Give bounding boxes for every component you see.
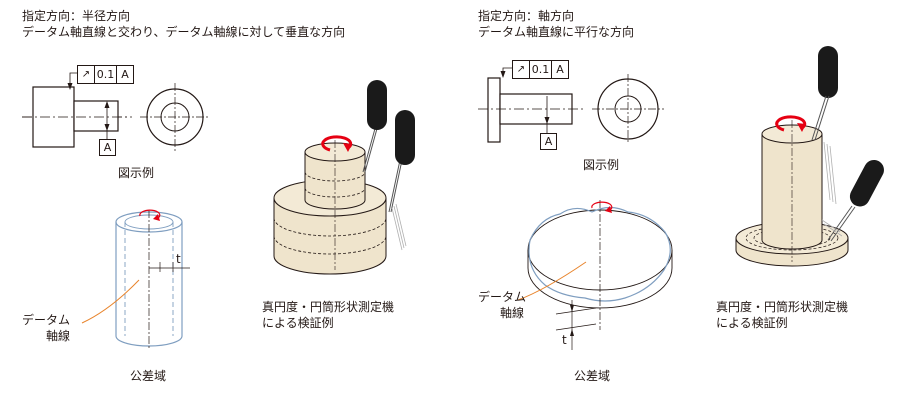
right-datum-box: A xyxy=(540,133,557,150)
left-datum-axis-label-line1: データム xyxy=(22,313,71,327)
right-datum-axis-label-line1: データム xyxy=(478,290,527,304)
left-t-label: t xyxy=(176,252,181,266)
left-machine-caption-line1: 真円度・円筒形状測定機 xyxy=(262,300,395,314)
datum-reference: A xyxy=(121,68,129,81)
right-heading-direction: 指定方向：軸方向 xyxy=(478,9,575,23)
left-heading-description: データム軸直線と交わり、データム軸線に対して垂直な方向 xyxy=(22,25,346,39)
runout-symbol-icon: ↗ xyxy=(513,61,530,78)
right-machine-caption-line2: による検証例 xyxy=(716,316,788,330)
left-tolerance-frame: ↗ 0.1 A xyxy=(77,65,134,84)
left-zone-caption: 公差域 xyxy=(130,369,167,383)
left-datum-box: A xyxy=(99,139,116,156)
right-zone-caption: 公差域 xyxy=(574,369,611,383)
tolerance-value: 0.1 xyxy=(95,66,117,83)
datum-reference: A xyxy=(556,63,564,76)
left-datum-axis-label-line2: 軸線 xyxy=(46,329,71,343)
left-drawing-caption: 図示例 xyxy=(118,166,155,180)
right-drawing-caption: 図示例 xyxy=(583,158,620,172)
right-heading-description: データム軸直線に平行な方向 xyxy=(478,25,635,39)
tolerance-value: 0.1 xyxy=(530,61,552,78)
left-heading-direction: 指定方向：半径方向 xyxy=(22,9,131,23)
right-machine-caption-line1: 真円度・円筒形状測定機 xyxy=(716,300,849,314)
right-tolerance-frame: ↗ 0.1 A xyxy=(512,60,569,79)
runout-symbol-icon: ↗ xyxy=(78,66,95,83)
right-datum-axis-label-line2: 軸線 xyxy=(500,306,525,320)
left-machine-caption-line2: による検証例 xyxy=(262,316,334,330)
right-t-label: t xyxy=(562,333,567,347)
